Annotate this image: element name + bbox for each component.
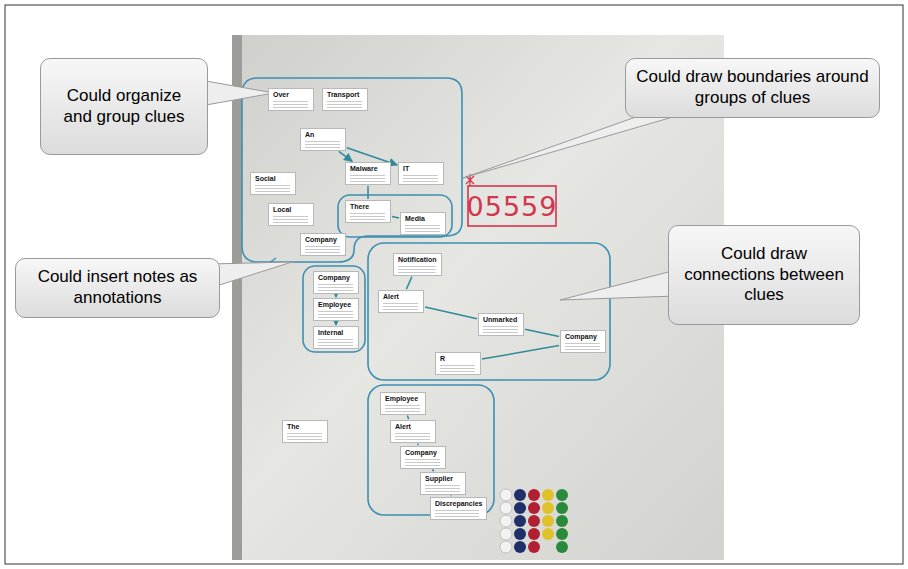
clue-title: Company [405, 449, 441, 457]
clue-card: Over [268, 88, 314, 111]
clue-title: An [305, 131, 341, 139]
clue-title: Alert [383, 293, 419, 301]
clue-title: R [440, 355, 476, 363]
connection-line [432, 470, 433, 472]
clue-card: Company [560, 330, 606, 353]
connection-line [482, 346, 559, 360]
clue-title: Media [405, 215, 441, 223]
connection-line [392, 217, 399, 219]
clue-title: Malware [350, 165, 386, 173]
callout-text: Could draw boundaries around groups of c… [636, 67, 869, 108]
clue-title: Employee [385, 395, 421, 403]
clue-title: Company [565, 333, 601, 341]
clue-card: Alert [378, 290, 424, 313]
clue-title: Supplier [425, 475, 461, 483]
clue-title: Internal [318, 329, 354, 337]
clue-card: R [435, 352, 481, 375]
clue-card: Notification [393, 253, 442, 276]
group-boundary [303, 266, 365, 352]
board-edge [232, 35, 242, 560]
clue-card: Malware [345, 162, 391, 185]
clue-card: Local [268, 203, 314, 226]
callout-pointer [200, 80, 274, 106]
connection-line [367, 186, 369, 199]
clue-card: Company [400, 446, 446, 469]
group-boundary [368, 385, 494, 515]
clue-card: Alert [390, 420, 436, 443]
clue-card: An [300, 128, 346, 151]
callout-box: Could draw boundaries around groups of c… [625, 58, 880, 118]
connection-line [425, 307, 477, 319]
clue-card: IT [398, 162, 444, 185]
clue-title: Local [273, 206, 309, 214]
clue-card: Discrepancies [430, 497, 487, 520]
clue-card: Supplier [420, 472, 466, 495]
clue-title: Transport [327, 91, 363, 99]
clue-title: Company [318, 274, 354, 282]
clue-title: Notification [398, 256, 437, 264]
callout-pointer [210, 262, 292, 288]
clue-title: Company [305, 236, 341, 244]
magnets [500, 489, 568, 553]
clue-title: Discrepancies [435, 500, 482, 508]
group-boundaries [242, 78, 610, 515]
clue-card: Internal [313, 326, 359, 349]
clue-card: Company [313, 271, 359, 294]
handwritten-number: 05559 [468, 186, 556, 226]
connection-line [525, 329, 559, 336]
clue-card: Company [300, 233, 346, 256]
callout-text: Could draw connections between clues [679, 244, 849, 306]
callout-pointers [200, 80, 690, 300]
connection-line [406, 277, 412, 290]
clue-title: Employee [318, 301, 354, 309]
connection-line [407, 416, 408, 420]
callout-text: Could organize and group clues [51, 86, 197, 127]
callout-text: Could insert notes as annotations [26, 267, 209, 308]
callout-box: Could organize and group clues [40, 58, 208, 155]
clue-title: IT [403, 165, 439, 173]
clue-card: The [282, 420, 328, 443]
group-boundary [338, 195, 452, 237]
callout-pointer [463, 112, 690, 178]
clue-title: Unmarked [483, 316, 519, 324]
clue-card: Employee [313, 298, 359, 321]
clue-card: Unmarked [478, 313, 524, 336]
connection-line [335, 295, 337, 297]
clue-title: There [350, 203, 386, 211]
connection-line [335, 322, 337, 325]
clue-card: Employee [380, 392, 426, 415]
clue-title: Social [255, 175, 291, 183]
callout-box: Could insert notes as annotations [15, 258, 220, 318]
clue-title: The [287, 423, 323, 431]
clue-card: There [345, 200, 391, 223]
group-boundary [242, 78, 462, 262]
red-note-box [468, 186, 556, 226]
connection-line [339, 151, 352, 161]
figure-frame [5, 5, 903, 564]
clue-card: Media [400, 212, 446, 235]
clue-card: Transport [322, 88, 368, 111]
clue-card: Social [250, 172, 296, 195]
callout-box: Could draw connections between clues [668, 225, 860, 325]
group-boundary [368, 243, 610, 380]
callout-pointer [560, 270, 676, 300]
clue-title: Alert [395, 423, 431, 431]
connection-line [417, 444, 419, 446]
clue-title: Over [273, 91, 309, 99]
